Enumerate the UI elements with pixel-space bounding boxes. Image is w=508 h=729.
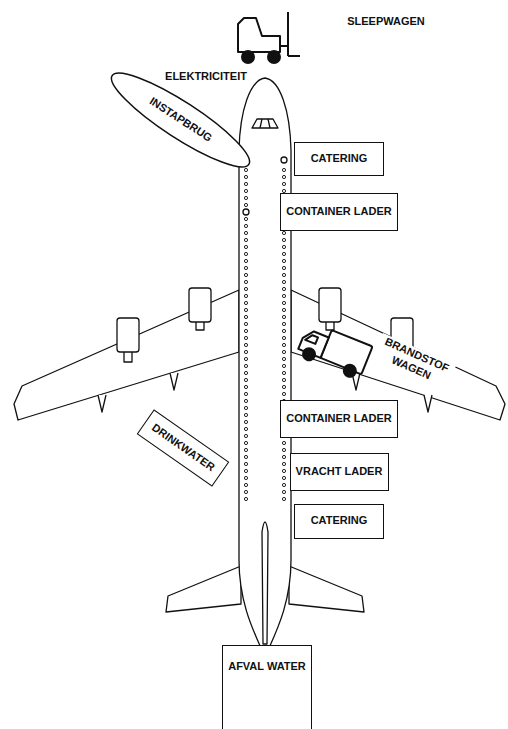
service-label: ELEKTRICITEIT bbox=[163, 70, 249, 84]
node-label: CONTAINER LADER bbox=[286, 205, 392, 219]
waste-water-box: AFVAL WATER bbox=[222, 645, 312, 729]
service-box: CATERING bbox=[294, 142, 384, 176]
node-label: CATERING bbox=[311, 152, 368, 166]
service-box: DRINKWATER bbox=[137, 409, 230, 486]
horizontal-stabilizer bbox=[166, 566, 241, 612]
cockpit-window bbox=[268, 119, 270, 128]
service-box: CATERING bbox=[294, 504, 384, 539]
door bbox=[243, 209, 249, 215]
node-label: CATERING bbox=[311, 514, 368, 528]
service-box: CONTAINER LADER bbox=[280, 193, 398, 231]
horizontal-stabilizer bbox=[289, 566, 364, 612]
flap-fairing bbox=[424, 395, 432, 412]
fuel-truck-icon bbox=[296, 321, 373, 381]
service-box: CONTAINER LADER bbox=[280, 400, 398, 438]
tow-tractor-icon bbox=[238, 12, 300, 63]
node-label: AFVAL WATER bbox=[228, 660, 306, 674]
flap-fairing bbox=[98, 395, 106, 412]
node-label: VRACHT LADER bbox=[296, 465, 383, 479]
engine bbox=[319, 288, 341, 322]
ellipse-outline bbox=[102, 61, 258, 180]
door bbox=[281, 157, 287, 163]
vehicle-label: SLEEPWAGEN bbox=[345, 15, 427, 29]
engine bbox=[189, 288, 211, 322]
flap-fairing bbox=[170, 373, 178, 390]
cockpit-window bbox=[252, 119, 278, 128]
cockpit-window bbox=[260, 119, 262, 128]
engine bbox=[117, 318, 139, 352]
service-box: VRACHT LADER bbox=[290, 453, 389, 491]
node-label: CONTAINER LADER bbox=[286, 412, 392, 426]
node-label: DRINKWATER bbox=[149, 421, 217, 475]
vertical-fin bbox=[262, 522, 268, 644]
